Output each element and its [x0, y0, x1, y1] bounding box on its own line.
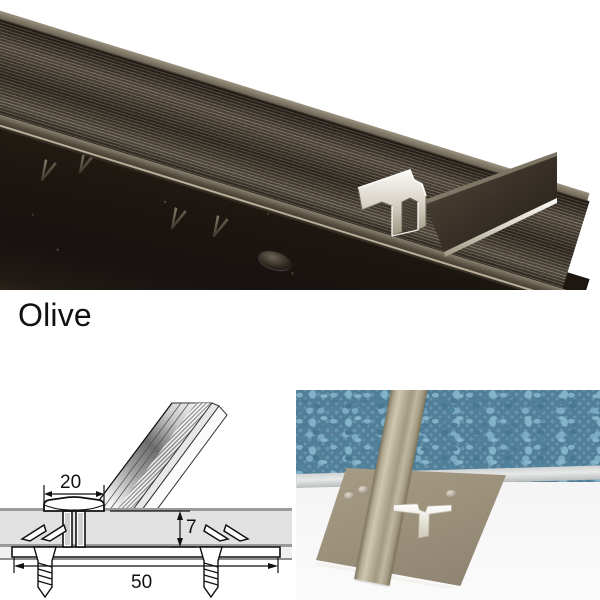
- dimension-label-base-width: 50: [131, 572, 152, 593]
- profile-cut-end-cross-section: [357, 152, 557, 257]
- main-product-photo: [0, 0, 600, 290]
- colour-name-label: Olive: [18, 297, 92, 333]
- dimension-label-top-width: 20: [60, 472, 81, 493]
- profile-foot-cross-section: [392, 503, 453, 539]
- fixing-screw: [199, 546, 223, 599]
- technical-cross-section-drawing: 20 7 50: [0, 375, 292, 600]
- installation-example-photo: [296, 390, 600, 600]
- screw-head: [358, 486, 369, 494]
- screw-head: [344, 492, 355, 500]
- screw-head: [446, 490, 457, 498]
- gripper-barbs: [20, 523, 250, 542]
- fixing-screw: [33, 546, 57, 599]
- dimension-base-width: [13, 557, 279, 573]
- dimension-height: [110, 510, 196, 548]
- dimension-top-width: [43, 485, 105, 508]
- dimension-label-height: 7: [186, 517, 197, 538]
- floor-surface-line: [0, 508, 292, 511]
- subfloor-line: [0, 544, 292, 547]
